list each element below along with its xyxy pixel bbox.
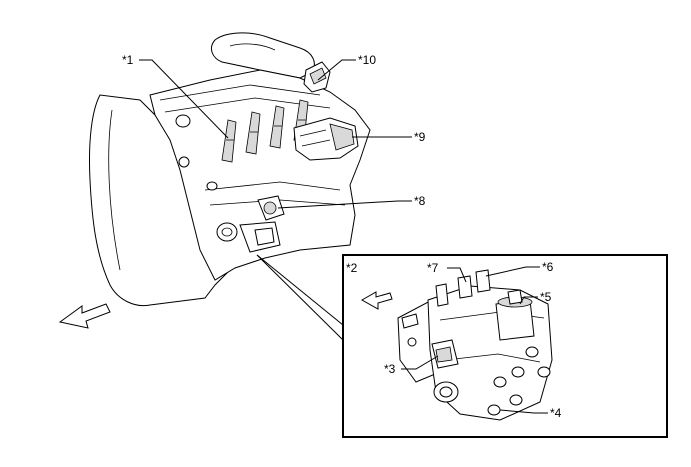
sensor-top xyxy=(303,61,331,93)
callout-4: *4 xyxy=(550,406,562,420)
injector-nozzles xyxy=(221,99,309,163)
engine-block xyxy=(89,32,371,307)
side-sensor xyxy=(257,195,285,221)
callout-3: *3 xyxy=(384,362,396,376)
callout-7: *7 xyxy=(427,261,439,275)
callout-9: *9 xyxy=(414,130,426,144)
callout-6: *6 xyxy=(542,260,554,274)
callout-1: *1 xyxy=(122,53,134,67)
direction-arrow-detail xyxy=(360,291,393,310)
callout-10: *10 xyxy=(358,53,376,67)
callout-2: *2 xyxy=(346,261,358,275)
actuator-assembly xyxy=(293,117,359,161)
direction-arrow-left xyxy=(58,303,111,329)
callout-5: *5 xyxy=(540,290,552,304)
leader-lines xyxy=(139,59,548,414)
detail-frame xyxy=(342,254,668,438)
callout-8: *8 xyxy=(414,194,426,208)
injection-pump xyxy=(397,269,553,421)
